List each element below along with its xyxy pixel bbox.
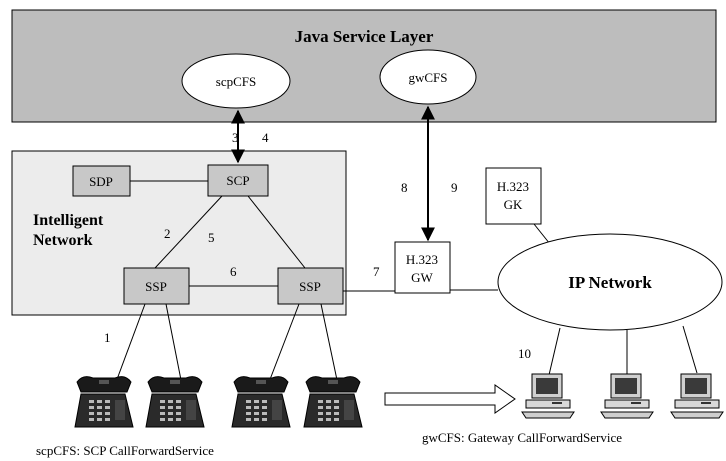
step-7: 7 bbox=[373, 264, 380, 279]
pc3-link bbox=[682, 325, 698, 374]
layer-title: Java Service Layer bbox=[295, 27, 434, 46]
ip-network-label: IP Network bbox=[568, 273, 652, 292]
gwcfs-node bbox=[379, 49, 477, 105]
ssp-left-node bbox=[123, 267, 190, 305]
step-3: 3 bbox=[232, 130, 239, 145]
gw-line2: GW bbox=[411, 270, 433, 285]
java-service-layer bbox=[11, 9, 717, 123]
phone3-link bbox=[268, 303, 300, 383]
scp-ssp-right-link bbox=[247, 195, 306, 269]
pc1-link bbox=[548, 327, 561, 376]
in-title-line1: Intelligent bbox=[33, 212, 104, 229]
computer-icon bbox=[600, 373, 654, 419]
step-5: 5 bbox=[208, 230, 215, 245]
gwcfs-label: gwCFS bbox=[408, 70, 447, 85]
legend-scpcfs: scpCFS: SCP CallForwardService bbox=[36, 443, 214, 458]
step-6: 6 bbox=[230, 264, 237, 279]
scp-label: SCP bbox=[226, 173, 249, 188]
phone2-link bbox=[165, 303, 182, 381]
ssp-left-label: SSP bbox=[145, 279, 167, 294]
ip-network-cloud bbox=[497, 233, 723, 331]
gw-line1: H.323 bbox=[406, 252, 438, 267]
phone1-link bbox=[115, 303, 146, 383]
h323-gk-node bbox=[485, 167, 542, 225]
legend-gwcfs: gwCFS: Gateway CallForwardService bbox=[422, 430, 622, 445]
computer-icon bbox=[521, 373, 575, 419]
scpcfs-label: scpCFS bbox=[216, 74, 256, 89]
sdp-label: SDP bbox=[89, 174, 113, 189]
scpcfs-node bbox=[181, 53, 291, 109]
telephone-icon bbox=[74, 376, 134, 428]
step-4: 4 bbox=[262, 130, 269, 145]
scp-node bbox=[207, 164, 269, 197]
forward-arrow-icon bbox=[384, 384, 516, 414]
ssp-right-node bbox=[277, 267, 344, 305]
gk-line1: H.323 bbox=[497, 179, 529, 194]
gk-line2: GK bbox=[504, 197, 523, 212]
computer-icon bbox=[670, 373, 724, 419]
ssp-right-label: SSP bbox=[299, 279, 321, 294]
step-1: 1 bbox=[104, 330, 111, 345]
scp-ssp-left-link bbox=[154, 195, 223, 269]
in-title-line2: Network bbox=[33, 232, 93, 249]
telephone-icon bbox=[231, 376, 291, 428]
telephone-icon bbox=[303, 376, 363, 428]
step-2: 2 bbox=[164, 226, 171, 241]
sdp-node bbox=[72, 165, 131, 197]
telephone-icon bbox=[145, 376, 205, 428]
step-10: 10 bbox=[518, 346, 531, 361]
gk-ipnet-link bbox=[533, 223, 551, 245]
step-8: 8 bbox=[401, 180, 408, 195]
h323-gw-node bbox=[394, 241, 451, 294]
step-9: 9 bbox=[451, 180, 458, 195]
phone4-link bbox=[320, 303, 338, 381]
